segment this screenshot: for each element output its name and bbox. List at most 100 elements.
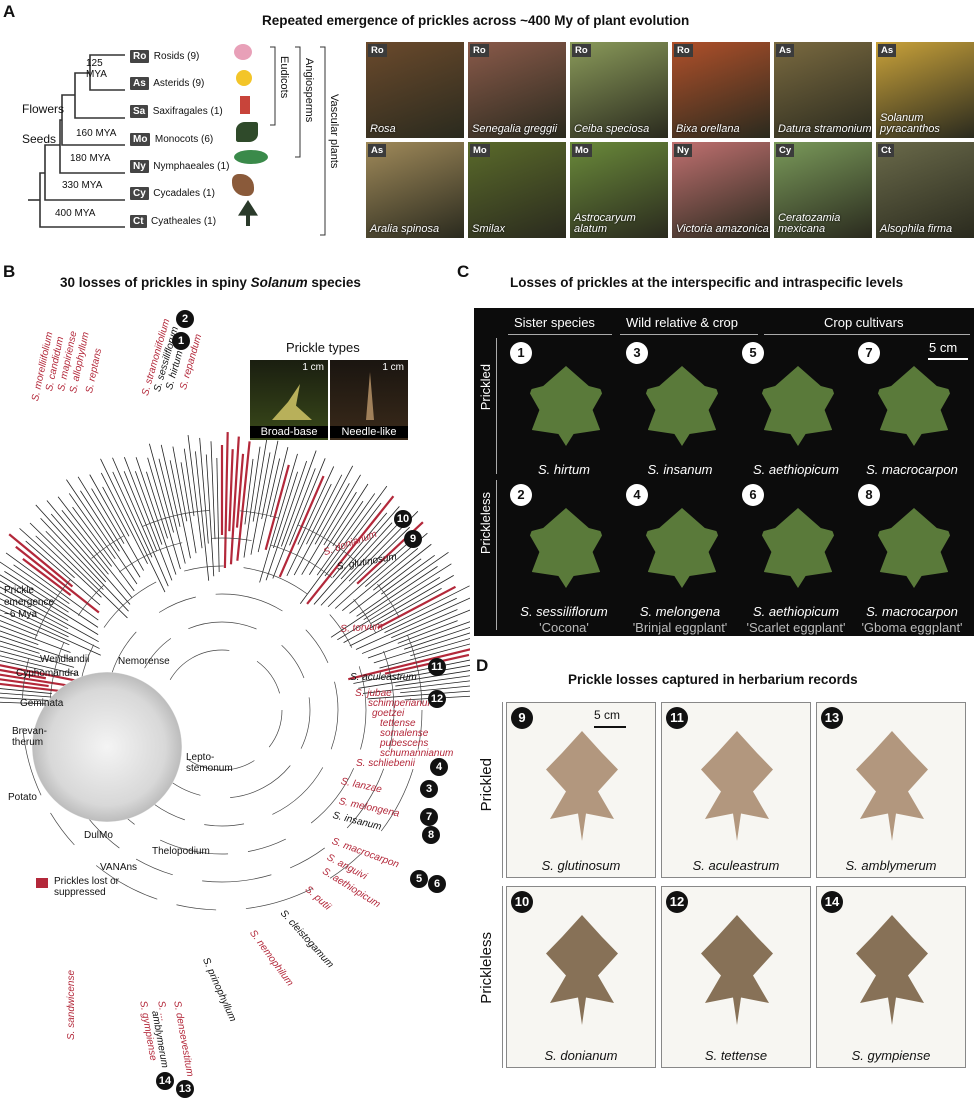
photo-species: Solanum pyracanthos: [880, 112, 940, 135]
clade-brevantherum: Brevan-therum: [12, 726, 48, 748]
col-underline-2: [620, 334, 758, 335]
leaf-photo: [644, 508, 720, 588]
needle-label: Needle-like: [330, 426, 408, 438]
clade-sa: Sa Saxifragales (1): [130, 101, 229, 129]
branch: [135, 457, 177, 575]
row-bar-2: [496, 480, 497, 630]
herbarium-sheet: 10 S. donianum: [506, 886, 656, 1068]
species-label: S. jubae: [355, 688, 392, 699]
herbarium-specimen: [546, 915, 618, 1025]
branch: [0, 561, 99, 628]
group-angiosperms: Angiosperms: [303, 58, 315, 123]
c-species: S. macrocarpon: [866, 604, 958, 619]
branch: [0, 630, 39, 645]
c-species: S. sessiliflorum: [520, 604, 608, 619]
branch: [228, 449, 234, 532]
branch: [112, 457, 169, 587]
needle-scale: 1 cm: [382, 362, 404, 373]
branch: [330, 566, 438, 638]
d-species: S. donianum: [544, 1048, 618, 1063]
d-number: 12: [666, 891, 688, 913]
photo-tag: Ro: [368, 44, 387, 57]
node-arc: [77, 565, 367, 855]
branch: [8, 533, 74, 588]
age-125: 125 MYA: [86, 58, 107, 80]
branch: [223, 432, 229, 569]
branch: [0, 603, 69, 638]
panel-b-label: B: [3, 262, 16, 281]
clade-ct: Ct Cyatheales (1): [130, 211, 229, 238]
branch: [134, 471, 163, 545]
d-scale-bar: [594, 726, 626, 728]
branch: [0, 598, 100, 649]
branch: [270, 447, 289, 518]
branch: [35, 504, 106, 583]
daisy-flower-icon: [236, 70, 252, 86]
panel-a-label: A: [3, 2, 16, 21]
panel-c-box: Sister species Wild relative & crop Crop…: [474, 308, 974, 636]
c-species: S. melongena: [639, 604, 721, 619]
c-number: 7: [858, 342, 880, 364]
branch: [384, 597, 457, 633]
clade-ny: Ny Nymphaeales (1): [130, 156, 229, 183]
clade-thelopodium: Thelopodium: [152, 846, 210, 857]
branch: [395, 675, 470, 687]
branch: [299, 485, 388, 604]
branch: [404, 626, 470, 650]
c-number: 4: [626, 484, 648, 506]
loss-number-7: 7: [420, 808, 438, 826]
branch: [309, 483, 369, 575]
d-species: S. glutinosum: [541, 858, 621, 873]
clade-wendlandii: Wendlandii: [40, 654, 90, 665]
branch: [205, 454, 215, 577]
branch: [367, 621, 470, 659]
branch: [172, 446, 188, 522]
needle-prickle-shape: [366, 372, 374, 420]
species-label: somalense: [380, 728, 429, 739]
leaf-photo: [876, 366, 952, 446]
branch: [257, 458, 281, 553]
branch: [0, 668, 47, 680]
d-number: 10: [511, 891, 533, 913]
herbarium-specimen: [546, 731, 618, 841]
age-330: 330 MYA: [62, 180, 103, 191]
d-species: S. gympiense: [851, 1048, 931, 1063]
clade-geminata: Geminata: [20, 698, 64, 709]
col-underline-3: [764, 334, 970, 335]
photo-tag: Ro: [674, 44, 693, 57]
branch: [0, 664, 80, 683]
d-row-bar-2: [502, 886, 503, 1068]
branch: [216, 458, 220, 573]
branch: [0, 660, 44, 671]
broad-label: Broad-base: [250, 426, 328, 438]
c-cultivar: 'Gboma eggplant': [861, 620, 963, 635]
clade-cyphomandra: Cyphomandra: [16, 668, 79, 679]
branch: [15, 545, 100, 614]
row-prickled: Prickled: [478, 364, 493, 411]
branch: [158, 458, 186, 564]
c-number: 2: [510, 484, 532, 506]
branch: [0, 592, 69, 630]
branch: [112, 471, 153, 558]
photo-species: Senegalia greggii: [472, 123, 558, 135]
branch: [89, 474, 144, 571]
branch: [199, 437, 209, 544]
branch: [0, 673, 82, 689]
col-wild: Wild relative & crop: [626, 315, 738, 330]
photo-species: Ceratozamia mexicana: [778, 212, 841, 235]
photo-species: Datura stramonium: [778, 123, 872, 135]
d-scale: 5 cm: [594, 708, 621, 722]
prickle-needle-photo: 1 cm Needle-like: [330, 360, 408, 440]
branch: [149, 443, 174, 533]
branch: [400, 685, 470, 694]
leaf-photo: [528, 508, 604, 588]
photo-tag: As: [878, 44, 897, 57]
branch: [0, 614, 70, 646]
age-160: 160 MYA: [76, 128, 117, 139]
group-eudicots: Eudicots: [278, 56, 290, 99]
branch: [314, 483, 350, 545]
